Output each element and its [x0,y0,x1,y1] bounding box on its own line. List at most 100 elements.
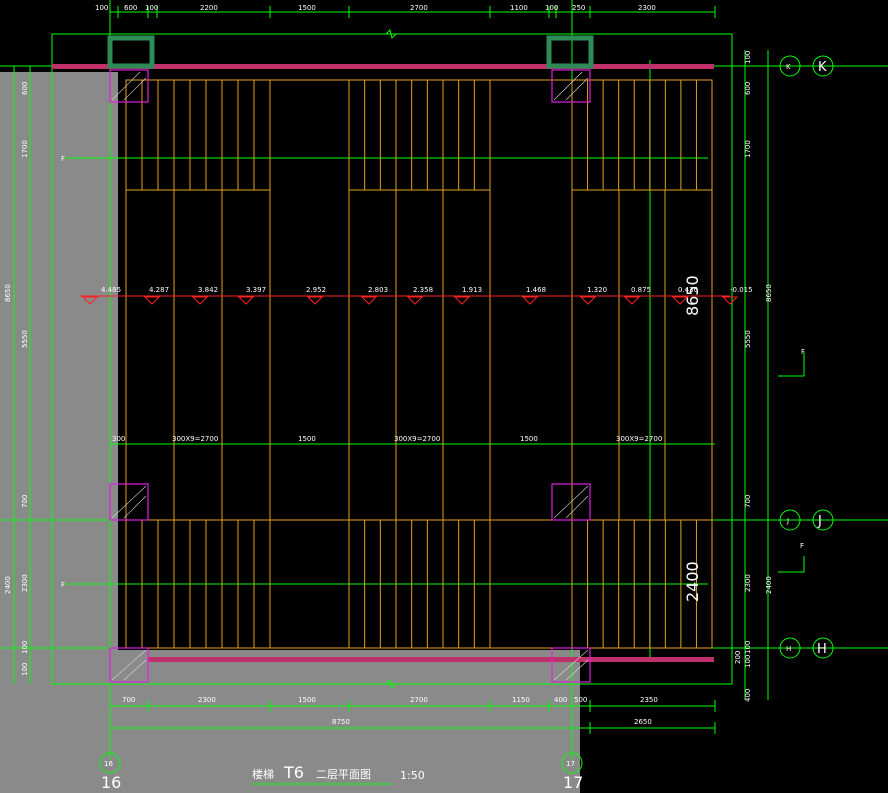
bottom-dim: 1150 [512,696,530,704]
bottom-dim: 500 [574,696,587,704]
level-triangle [191,296,209,305]
level-label: 1.320 [587,286,607,294]
right-dim: 100 [744,641,752,654]
big-dim-8650: 8650 [683,275,702,316]
right-dim: 200 [734,651,742,664]
run-dim: 300X9=2700 [394,435,440,443]
level-triangle [671,296,689,305]
level-label: 2.803 [368,286,388,294]
axis-16-small: 16 [104,760,113,768]
axis-k: K [818,60,827,75]
stair-run-dimensions: 300 300X9=2700 1500 300X9=2700 1500 300X… [112,435,662,443]
left-dim: 2300 [21,574,29,592]
right-total-dim: 8650 [765,284,773,302]
roof-posts [107,35,594,69]
level-triangle [623,296,641,305]
axis-17-small: 17 [566,760,575,768]
bottom-dim: 2350 [640,696,658,704]
level-triangle [579,296,597,305]
level-label: 1.913 [462,286,482,294]
level-label: 0.875 [631,286,651,294]
left-total-dim: 8650 [4,284,12,302]
level-label: 2.952 [306,286,326,294]
axis-bubbles-rows [99,55,834,774]
bottom-dim: 700 [122,696,135,704]
top-dim: 2300 [638,4,656,12]
grid-lines [0,0,888,760]
title-cn: 楼梯 [252,767,274,781]
left-dim: 1700 [21,140,29,158]
top-dimensions: 100 600 100 2200 1500 2700 1100 100 250 … [95,4,656,12]
level-label: 1.468 [526,286,546,294]
bottom-total-dim: 8750 [332,718,350,726]
left-dim: 100 [21,641,29,654]
right-dim: 400 [744,689,752,702]
level-label: -0.015 [730,286,753,294]
bottom-dim: 2700 [410,696,428,704]
f-marker: F [61,155,65,163]
run-dim: 300X9=2700 [172,435,218,443]
dimension-ticks [109,6,716,734]
run-dim: 1500 [298,435,316,443]
top-dim: 100 [545,4,558,12]
level-triangle [521,296,539,305]
axis-h-small: H [786,645,791,653]
top-dim: 1500 [298,4,316,12]
level-label: 0.430 [678,286,698,294]
column-hatching [111,71,589,681]
run-dim: 300X9=2700 [616,435,662,443]
top-dim: 2200 [200,4,218,12]
axis-17: 17 [563,773,583,792]
top-dim: 250 [572,4,585,12]
level-triangle [360,296,378,305]
axis-j: J [817,514,822,529]
axis-k-small: K [786,63,791,71]
left-dim: 100 [21,663,29,676]
title-floor: 二层平面图 [316,768,371,781]
right-dim: 2300 [744,574,752,592]
beam-bottom [148,657,714,662]
level-triangle [143,296,161,305]
right-dim: 100 [744,51,752,64]
title-code: T6 [283,763,304,782]
f-marker: F [801,348,805,356]
shaded-wall-bottom [110,650,580,793]
title-scale: 1:50 [400,769,425,782]
level-label: 3.397 [246,286,266,294]
stair-flights [125,79,713,649]
beam-top [52,64,714,69]
level-triangle [237,296,255,305]
level-triangle [81,296,99,305]
level-label: 2.358 [413,286,433,294]
top-dim: 100 [145,4,158,12]
run-dim: 1500 [520,435,538,443]
break-mark-bottom [385,679,397,689]
level-label: 4.287 [149,286,169,294]
top-dim: 600 [124,4,137,12]
left-dim: 600 [21,82,29,95]
run-dim: 300 [112,435,125,443]
right-dim: 5550 [744,330,752,348]
axis-h: H [817,642,827,657]
level-triangle [453,296,471,305]
left-dimensions: 600 1700 5550 700 2300 100 100 8650 2400 [4,82,29,676]
break-mark-top [385,29,397,39]
top-dim: 2700 [410,4,428,12]
bottom-dimensions: 700 2300 1500 2700 1150 400 500 2350 875… [122,696,658,726]
f-marker: F [61,581,65,589]
level-label: 3.842 [198,286,218,294]
right-dim: 600 [744,82,752,95]
f-marker: F [800,542,804,550]
columns [109,69,591,683]
left-total-dim: 2400 [4,576,12,594]
right-total-dim: 2400 [765,576,773,594]
right-dim: 700 [744,495,752,508]
level-triangle [721,296,739,305]
top-dim: 1100 [510,4,528,12]
level-markers [81,296,739,305]
left-dim: 5550 [21,330,29,348]
right-dim: 1700 [744,140,752,158]
shaded-wall-left [0,72,118,793]
right-dimensions: 100 600 1700 5550 700 2300 100 100 200 4… [734,51,773,702]
